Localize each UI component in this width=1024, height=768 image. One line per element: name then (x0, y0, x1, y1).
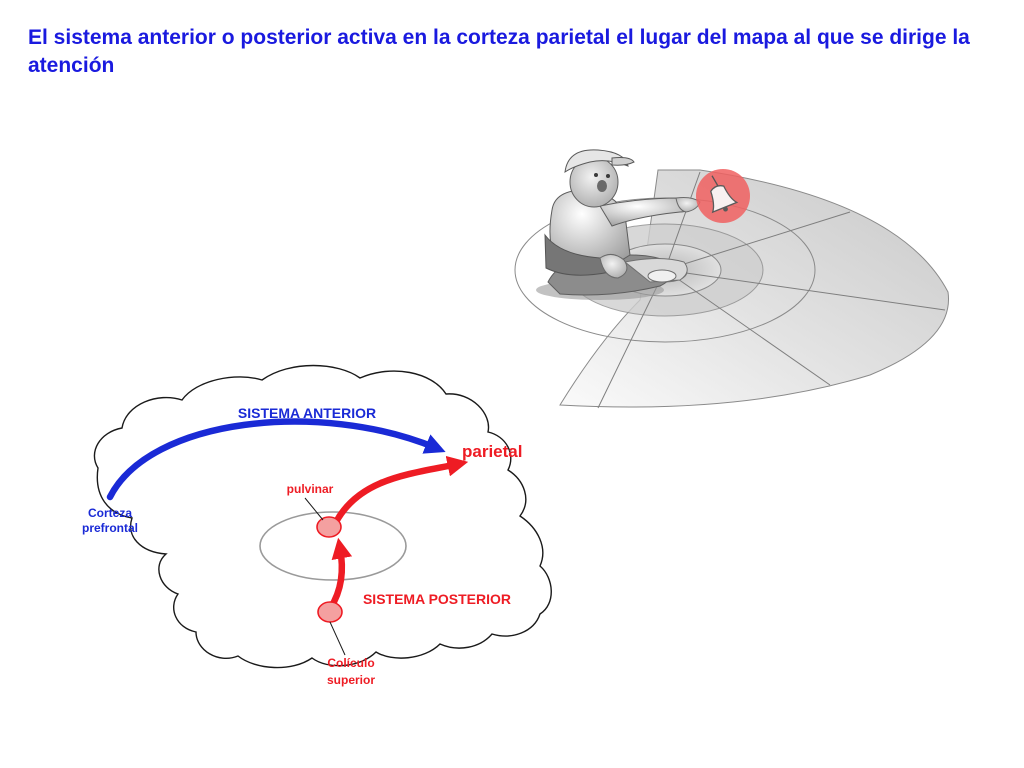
bell-icon (710, 175, 739, 214)
pulvinar-nucleus (316, 516, 342, 538)
coliculo-leader-line (329, 621, 346, 656)
anterior-pathway-arrow (106, 418, 446, 501)
coliculo-label-line1: Colículo (327, 656, 374, 670)
corteza-label-line1: Corteza (88, 506, 132, 520)
posterior-pathway-arrow-upper (332, 455, 469, 526)
pulvinar-label: pulvinar (287, 482, 334, 496)
sistema-anterior-label: SISTEMA ANTERIOR (238, 405, 376, 421)
coliculo-nucleus (317, 601, 343, 623)
pulvinar-leader-line (304, 497, 324, 521)
coliculo-label-line2: superior (327, 673, 375, 687)
parietal-label: parietal (462, 442, 522, 461)
child-pointing-icon (536, 149, 701, 300)
thalamus-ellipse (259, 511, 407, 581)
sistema-posterior-label: SISTEMA POSTERIOR (363, 591, 511, 607)
slide-title: El sistema anterior o posterior activa e… (28, 26, 970, 77)
corteza-label-line2: prefrontal (82, 521, 138, 535)
